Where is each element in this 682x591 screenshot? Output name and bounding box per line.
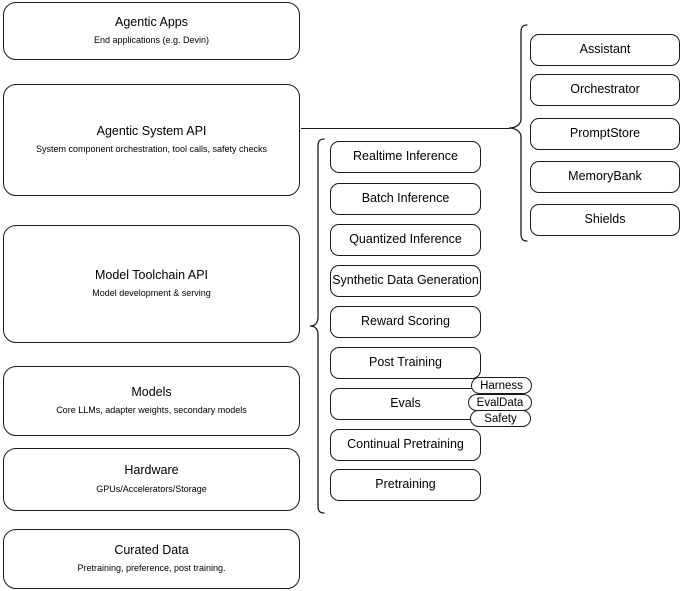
layer-title: Hardware [124, 463, 179, 478]
layer-box-agentic-system-api[interactable]: Agentic System API System component orch… [3, 84, 300, 196]
eval-badge-evaldata[interactable]: EvalData [468, 394, 532, 411]
capability-label: Pretraining [375, 477, 436, 492]
layer-subtitle: Pretraining, preference, post training. [77, 563, 226, 574]
capability-label: Batch Inference [361, 191, 450, 206]
eval-badge-label: EvalData [476, 396, 524, 409]
system-component-label: PromptStore [569, 126, 641, 141]
bracket-system-components [506, 24, 528, 242]
capability-label: Quantized Inference [349, 232, 462, 247]
capability-label: Post Training [369, 355, 442, 370]
layer-subtitle: GPUs/Accelerators/Storage [96, 483, 207, 494]
layer-title: Agentic Apps [115, 14, 188, 29]
capability-box-post-training[interactable]: Post Training [330, 347, 481, 379]
layer-title: Curated Data [114, 542, 189, 557]
capability-label: Synthetic Data Generation [332, 273, 479, 288]
capability-box-continual-pretraining[interactable]: Continual Pretraining [330, 429, 481, 461]
system-component-label: MemoryBank [568, 169, 642, 184]
capability-box-synthetic-data-generation[interactable]: Synthetic Data Generation [330, 265, 481, 297]
system-component-label: Orchestrator [570, 82, 640, 97]
system-component-box-shields[interactable]: Shields [530, 204, 680, 236]
layer-subtitle: Model development & serving [92, 288, 211, 299]
system-component-box-promptstore[interactable]: PromptStore [530, 118, 680, 150]
capability-box-pretraining[interactable]: Pretraining [330, 469, 481, 501]
system-component-box-assistant[interactable]: Assistant [530, 34, 680, 66]
layer-subtitle: End applications (e.g. Devin) [93, 35, 210, 46]
eval-badge-label: Safety [484, 412, 517, 425]
system-component-label: Assistant [579, 42, 631, 57]
layer-box-model-toolchain-api[interactable]: Model Toolchain API Model development & … [3, 225, 300, 343]
capability-label: Reward Scoring [361, 314, 450, 329]
system-component-box-memorybank[interactable]: MemoryBank [530, 161, 680, 193]
system-component-label: Shields [584, 212, 626, 227]
capability-box-batch-inference[interactable]: Batch Inference [330, 183, 481, 215]
capability-label: Continual Pretraining [347, 437, 464, 452]
layer-box-curated-data[interactable]: Curated Data Pretraining, preference, po… [3, 529, 300, 589]
layer-title: Models [131, 384, 172, 399]
eval-badge-safety[interactable]: Safety [470, 410, 531, 427]
layer-title: Agentic System API [96, 123, 207, 138]
bracket-toolchain [305, 138, 325, 514]
system-component-box-orchestrator[interactable]: Orchestrator [530, 74, 680, 106]
layer-box-models[interactable]: Models Core LLMs, adapter weights, secon… [3, 366, 300, 436]
layer-box-hardware[interactable]: Hardware GPUs/Accelerators/Storage [3, 448, 300, 511]
capability-box-realtime-inference[interactable]: Realtime Inference [330, 141, 481, 173]
eval-badge-harness[interactable]: Harness [471, 377, 532, 394]
connector-line-system-api [301, 128, 510, 129]
layer-subtitle: System component orchestration, tool cal… [35, 144, 268, 155]
capability-label: Evals [390, 396, 421, 411]
capability-box-evals[interactable]: Evals [330, 388, 481, 420]
layer-subtitle: Core LLMs, adapter weights, secondary mo… [56, 405, 247, 416]
eval-badge-label: Harness [480, 379, 523, 392]
capability-box-quantized-inference[interactable]: Quantized Inference [330, 224, 481, 256]
layer-title: Model Toolchain API [94, 267, 209, 282]
capability-box-reward-scoring[interactable]: Reward Scoring [330, 306, 481, 338]
capability-label: Realtime Inference [353, 149, 458, 164]
layer-box-agentic-apps[interactable]: Agentic Apps End applications (e.g. Devi… [3, 2, 300, 60]
